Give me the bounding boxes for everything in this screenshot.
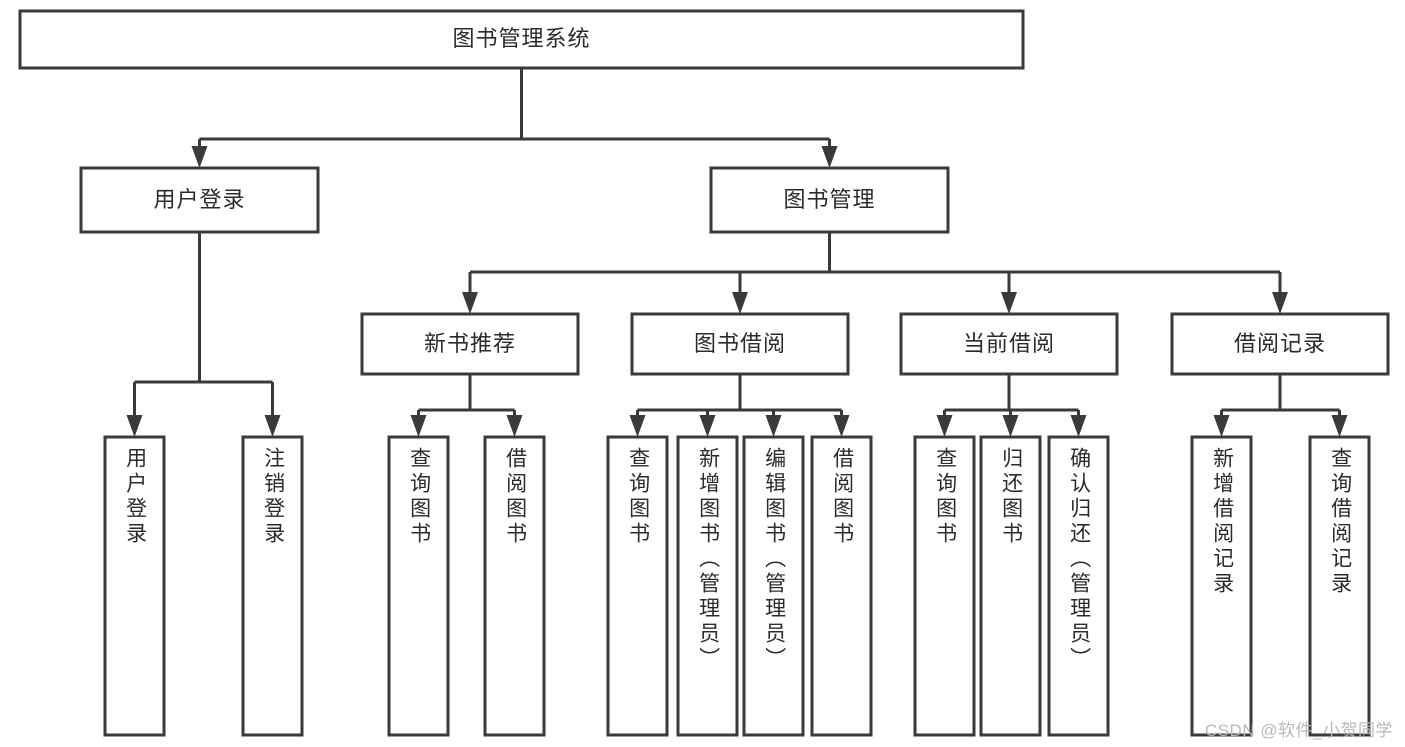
arrow-head-icon — [410, 415, 427, 437]
level3-node-2-box — [899, 312, 1119, 376]
leaf-node-12-box — [1308, 435, 1371, 737]
arrow-head-icon — [506, 415, 523, 437]
arrow-head-icon — [1001, 292, 1017, 314]
level3-node-0-box — [360, 312, 580, 376]
arrow-head-icon — [191, 146, 208, 168]
arrow-head-icon — [264, 415, 281, 437]
root-node-box — [18, 9, 1025, 70]
leaf-node-5-box — [676, 435, 739, 737]
level3-node-3-box — [1170, 312, 1390, 376]
leaf-node-9-box — [979, 435, 1042, 737]
arrow-head-icon — [833, 415, 850, 437]
leaf-node-11-box — [1190, 435, 1253, 737]
arrow-head-icon — [1213, 415, 1230, 437]
leaf-node-10-box — [1047, 435, 1110, 737]
arrow-head-icon — [126, 415, 143, 437]
arrow-head-icon — [462, 292, 478, 314]
leaf-node-4-box — [606, 435, 669, 737]
level3-node-1-box — [630, 312, 850, 376]
leaf-node-6-box — [742, 435, 805, 737]
arrow-head-icon — [629, 415, 646, 437]
arrow-head-icon — [699, 415, 716, 437]
leaf-node-1-box — [241, 435, 304, 737]
leaf-node-7-box — [810, 435, 873, 737]
watermark-text: CSDN @软件_小贺同学 — [1204, 721, 1393, 740]
leaf-node-3-box — [483, 435, 546, 737]
arrow-head-icon — [1331, 415, 1348, 437]
arrow-head-icon — [821, 146, 838, 168]
arrow-head-icon — [1272, 292, 1288, 314]
arrow-head-icon — [1002, 415, 1019, 437]
connectors-layer — [126, 68, 1348, 437]
arrow-head-icon — [732, 292, 748, 314]
level2-node-0-box — [79, 166, 320, 234]
leaf-node-8-box — [913, 435, 976, 737]
leaf-node-0-box — [103, 435, 166, 737]
arrow-head-icon — [936, 415, 953, 437]
leaf-node-2-box — [387, 435, 450, 737]
arrow-head-icon — [765, 415, 782, 437]
arrow-head-icon — [1070, 415, 1087, 437]
level2-node-1-box — [709, 166, 950, 234]
boxes-layer — [18, 9, 1390, 737]
